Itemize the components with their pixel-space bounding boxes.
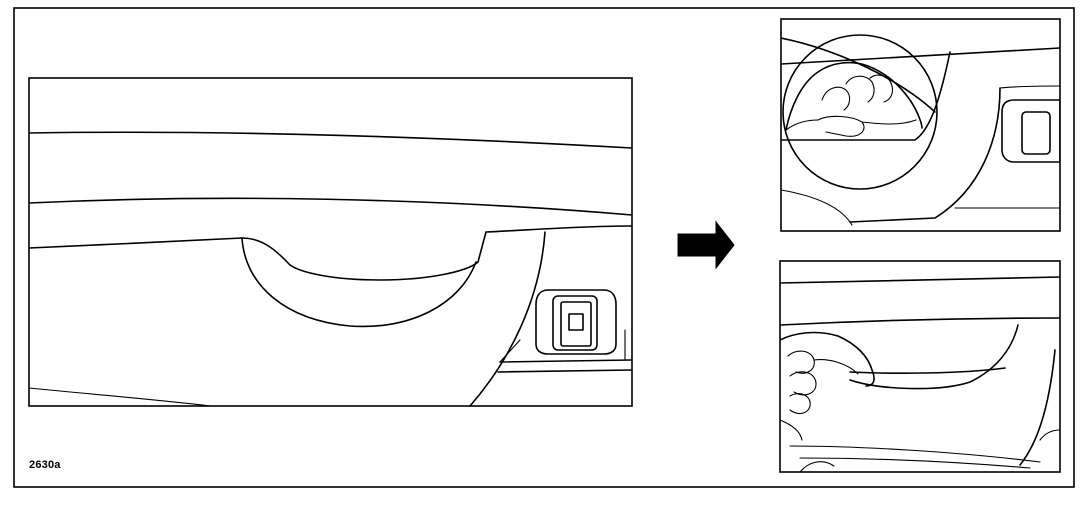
top-handle-edge [781,51,951,141]
top-lower-trim [781,189,853,226]
switch-rail-bottom [497,369,632,373]
top-dash-edge [781,47,1060,65]
switch-rail-side [499,329,626,363]
hand-icon [785,61,923,137]
bottom-dash-edge [780,276,1060,284]
outer-frame [13,7,1075,488]
glovebox-lid-edge [29,225,632,281]
bottom-handle-inner [849,367,1006,374]
lower-trim-line [29,387,211,406]
bottom-lower-trim [789,445,1041,463]
bottom-lid-edge [1019,349,1056,466]
dashboard-lip [29,197,632,216]
detail-top [780,18,1061,232]
bottom-handle-edge [849,324,1019,390]
main-view [28,77,633,407]
arrow-right-icon [677,220,735,270]
detail-bottom [779,260,1061,473]
lid-right-edge [469,231,546,406]
switch-rail-top [499,359,632,363]
bottom-lower-trim-2 [799,457,1031,469]
bottom-knob [799,461,835,472]
top-lid-edge [849,87,1001,223]
top-lid-upper [999,85,1060,89]
switch-icon [1001,99,1060,163]
bottom-lip-edge [780,317,1060,326]
magnifier-circle-icon [782,34,938,190]
detail-bottom-frame [779,260,1061,473]
hand-icon [780,331,875,441]
top-diagonal-line [781,37,936,113]
bottom-switch-hint [1039,429,1060,441]
main-view-frame [28,77,633,407]
handle-recess [241,237,477,328]
figure-code-label: 2630a [29,459,61,471]
switch-icon [535,289,617,355]
dashboard-upper-edge [29,131,632,149]
